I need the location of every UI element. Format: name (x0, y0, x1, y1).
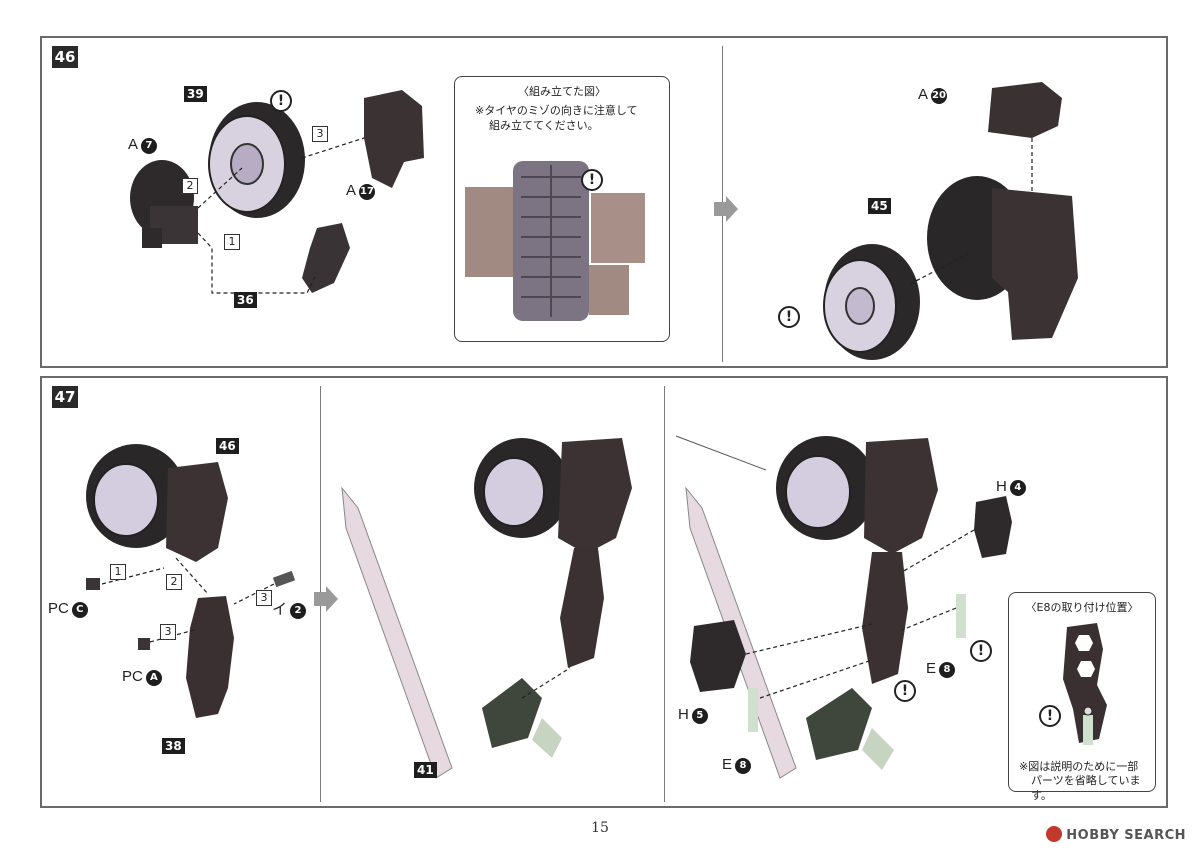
step-order-3: 3 (256, 590, 272, 606)
warning-icon: ! (1039, 705, 1061, 727)
assembled-view-note: 〈組み立てた図〉 ※タイヤのミゾの向きに注意して 組み立ててください。 ! (454, 76, 670, 342)
wheel-exploded-illustration (130, 90, 424, 294)
e8-position-note: 〈E8の取り付け位置〉 ! ※図は説明のために一部 パーツを省略しています。 (1008, 592, 1156, 802)
note-title: 〈E8の取り付け位置〉 (1025, 601, 1139, 614)
tire-tread-illustration (465, 161, 645, 321)
final-assembly-illustration (675, 435, 1012, 779)
part-41-label: 41 (414, 762, 437, 778)
step-order-2: 2 (166, 574, 182, 590)
warning-icon: ! (970, 640, 992, 662)
warning-icon: ! (894, 680, 916, 702)
part-46-label: 46 (216, 438, 239, 454)
leg-exploded-illustration (86, 444, 296, 718)
note-text-line2: パーツを省略しています。 (1031, 774, 1141, 802)
step-order-3: 3 (312, 126, 328, 142)
warning-icon: ! (270, 90, 292, 112)
step-order-2: 2 (182, 178, 198, 194)
step-order-3: 3 (160, 624, 176, 640)
page-number: 15 (591, 820, 609, 836)
hobby-search-logo-icon (1046, 826, 1063, 842)
flow-arrow-icon (714, 196, 738, 222)
warning-icon: ! (581, 169, 603, 191)
step-order-1: 1 (110, 564, 126, 580)
note-text-line1: ※タイヤのミゾの向きに注意して (475, 104, 638, 117)
assembled-wheel-illustration (823, 82, 1078, 360)
watermark: HOBBY SEARCH (1046, 826, 1186, 843)
leg-blade-illustration (341, 438, 632, 779)
part-38-label: 38 (162, 738, 185, 754)
step-number: 46 (52, 46, 78, 68)
step-number: 47 (52, 386, 78, 408)
part-39-label: 39 (184, 86, 207, 102)
part-36-label: 36 (234, 292, 257, 308)
step-order-1: 1 (224, 234, 240, 250)
warning-icon: ! (778, 306, 800, 328)
note-text-line2: 組み立ててください。 (489, 119, 599, 132)
e8-position-illustration (1063, 623, 1107, 745)
note-text-line1: ※図は説明のために一部 (1019, 760, 1139, 773)
panel-divider (664, 386, 665, 802)
part-45-label: 45 (868, 198, 891, 214)
note-title: 〈組み立てた図〉 (518, 85, 606, 98)
flow-arrow-icon (314, 586, 338, 612)
